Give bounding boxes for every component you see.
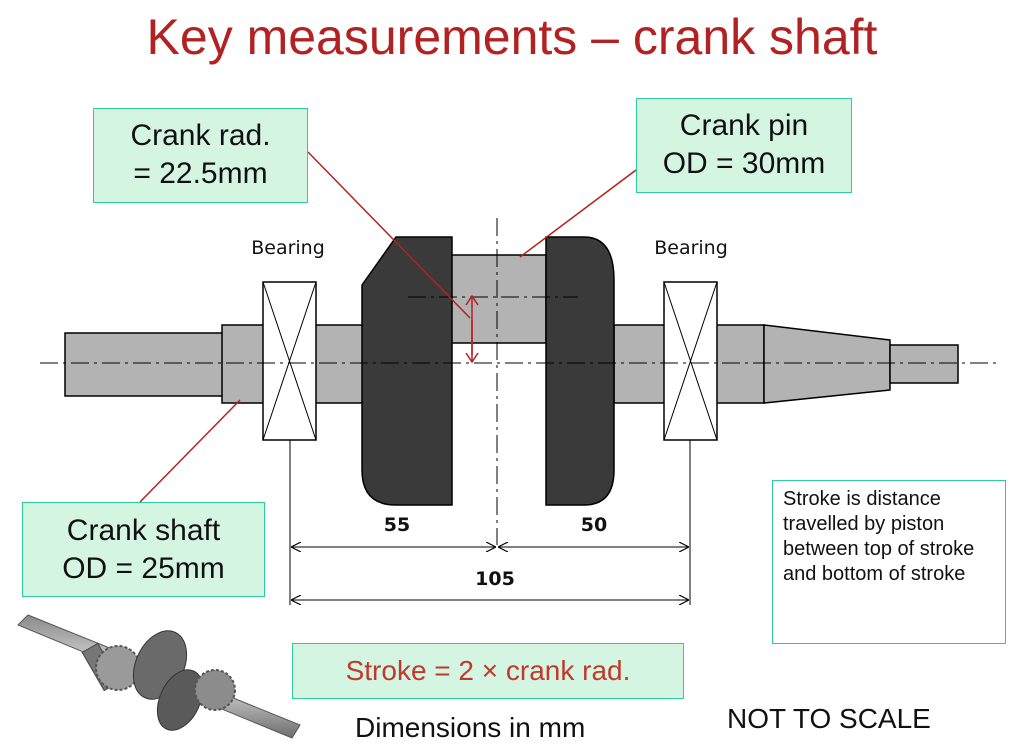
crank-pin (449, 254, 547, 344)
callout-crank-shaft-line2: OD = 25mm (62, 552, 225, 585)
bearing-left-symbol (262, 281, 317, 441)
crank-web-left (361, 236, 453, 506)
shaft-end-right (889, 344, 959, 384)
shaft-end-left (64, 332, 226, 397)
callout-crank-rad-line1: Crank rad. (130, 119, 271, 152)
callout-crank-rad: Crank rad. = 22.5mm (93, 108, 308, 203)
dim-label-50: 50 (581, 514, 607, 536)
bearing-right-symbol (663, 281, 718, 441)
callout-crank-shaft: Crank shaft OD = 25mm (22, 502, 265, 597)
leader-crank-pin (519, 169, 637, 258)
callout-crank-shaft-line1: Crank shaft (66, 514, 221, 547)
dim-label-55: 55 (384, 514, 410, 536)
crankshaft-photo (17, 614, 301, 739)
leader-crank-rad (307, 151, 471, 319)
dim-label-105: 105 (475, 568, 515, 590)
shaft-taper (763, 324, 891, 404)
callout-crank-pin-line2: OD = 30mm (662, 147, 826, 180)
leader-crank-shaft (139, 399, 241, 503)
callout-stroke-formula: Stroke = 2 × crank rad. (292, 643, 684, 699)
callout-crank-pin: Crank pin OD = 30mm (636, 98, 852, 193)
page-title: Key measurements – crank shaft (146, 9, 878, 65)
dimensions-note: Dimensions in mm (355, 712, 586, 743)
stroke-formula-text: Stroke = 2 × crank rad. (345, 655, 631, 686)
bearing-right-label: Bearing (654, 237, 728, 259)
stroke-note: Stroke is distance travelled by piston b… (772, 480, 1006, 644)
crank-web-right (545, 236, 615, 506)
bearing-left-label: Bearing (251, 237, 325, 259)
callout-crank-rad-line2: = 22.5mm (133, 157, 268, 190)
not-to-scale-label: NOT TO SCALE (727, 703, 931, 734)
callout-crank-pin-line1: Crank pin (679, 109, 809, 142)
